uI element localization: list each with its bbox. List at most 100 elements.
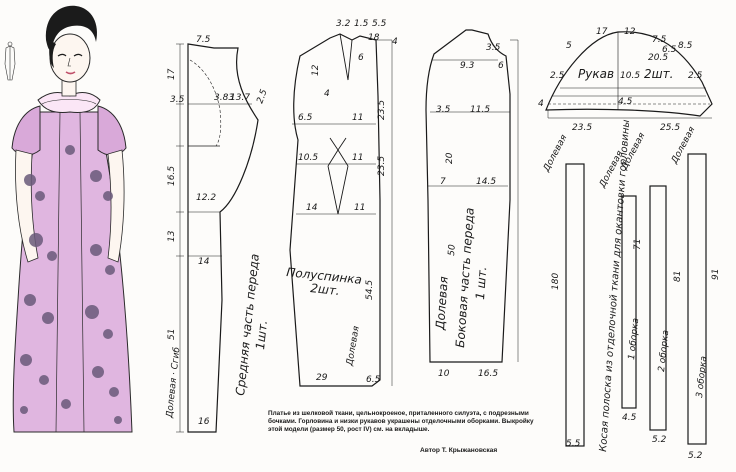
svg-text:10.5: 10.5 <box>620 71 640 81</box>
strip-frill-2 <box>649 185 667 431</box>
svg-text:12: 12 <box>311 64 321 76</box>
svg-text:13.7: 13.7 <box>230 93 250 103</box>
svg-text:4: 4 <box>324 89 330 99</box>
back-labels: Полуспинка 2шт. Долевая 3.2 1.5 5.5 18 4… <box>286 19 398 385</box>
svg-text:4.5: 4.5 <box>622 413 637 423</box>
svg-text:5: 5 <box>566 41 572 51</box>
svg-text:6: 6 <box>358 53 364 63</box>
svg-text:9.3: 9.3 <box>460 61 475 71</box>
svg-text:8.5: 8.5 <box>678 41 693 51</box>
svg-text:17: 17 <box>167 68 177 80</box>
pattern-strips <box>565 153 707 447</box>
sleeve-count: 2шт. <box>644 67 673 81</box>
svg-text:50: 50 <box>447 244 458 256</box>
frill2-title: 2 оборка <box>657 330 671 373</box>
svg-text:54.5: 54.5 <box>365 280 375 300</box>
svg-text:7: 7 <box>440 177 446 187</box>
sleeve-title: Рукав <box>578 67 614 81</box>
svg-text:4: 4 <box>538 99 544 109</box>
sleeve-labels: Рукав 2шт. 5 17 12 7.5 6.5 8.5 2.5 10.5 … <box>538 27 703 133</box>
svg-text:11: 11 <box>352 153 363 163</box>
svg-text:3.5: 3.5 <box>436 105 451 115</box>
svg-text:5.2: 5.2 <box>688 451 703 461</box>
svg-text:5.5: 5.5 <box>372 19 387 29</box>
svg-text:16.5: 16.5 <box>167 166 177 186</box>
pattern-front-side <box>425 29 519 363</box>
svg-text:7.5: 7.5 <box>652 35 667 45</box>
svg-text:2.5: 2.5 <box>255 88 269 105</box>
svg-text:4.5: 4.5 <box>618 97 633 107</box>
svg-text:14.5: 14.5 <box>476 177 496 187</box>
svg-text:10.5: 10.5 <box>298 153 318 163</box>
back-grain: Долевая <box>345 325 362 368</box>
svg-text:1.5: 1.5 <box>354 19 369 29</box>
svg-text:18: 18 <box>368 33 380 43</box>
svg-text:91: 91 <box>711 269 721 280</box>
frill3-title: 3 оборка <box>695 356 709 399</box>
dress-sleeve-right <box>97 105 127 156</box>
svg-text:3.83: 3.83 <box>214 93 234 103</box>
thumbnail-dress-icon <box>4 41 16 81</box>
front-side-title: Боковая часть переда <box>453 207 477 348</box>
caption-text: Платье из шелковой ткани, цельнокроеное,… <box>268 410 534 434</box>
dress-flower-print <box>20 145 122 424</box>
svg-text:7.5: 7.5 <box>196 35 211 45</box>
svg-text:51: 51 <box>167 329 177 340</box>
svg-text:20.5: 20.5 <box>648 53 668 63</box>
svg-text:180: 180 <box>551 273 561 290</box>
fashion-illustration <box>4 5 133 433</box>
svg-text:25.5: 25.5 <box>660 123 680 133</box>
svg-text:20: 20 <box>445 152 455 164</box>
collar-frill <box>37 92 101 113</box>
front-center-labels: Средняя часть переда 1шт. Долевая · Сгиб… <box>165 35 270 427</box>
svg-text:3.5: 3.5 <box>486 43 501 53</box>
svg-text:11.5: 11.5 <box>470 105 490 115</box>
svg-text:14: 14 <box>306 203 318 213</box>
svg-text:6.5: 6.5 <box>662 45 677 55</box>
pattern-sleeve <box>545 31 713 119</box>
svg-text:29: 29 <box>316 373 328 383</box>
frill1-title: 1 оборка <box>627 318 641 361</box>
strip-bias-neckline <box>565 163 585 447</box>
svg-text:23.5: 23.5 <box>572 123 592 133</box>
svg-text:81: 81 <box>673 271 683 282</box>
svg-text:12: 12 <box>624 27 636 37</box>
svg-text:11: 11 <box>354 203 365 213</box>
svg-text:6: 6 <box>498 61 504 71</box>
svg-text:4: 4 <box>392 37 398 47</box>
svg-text:6.5: 6.5 <box>298 113 313 123</box>
front-side-count: 1 шт. <box>473 266 489 300</box>
back-count: 2шт. <box>310 281 341 298</box>
hair <box>45 5 98 50</box>
svg-text:3.2: 3.2 <box>336 19 351 29</box>
svg-text:2.5: 2.5 <box>550 71 565 81</box>
svg-text:17: 17 <box>596 27 608 37</box>
svg-text:16.5: 16.5 <box>478 369 498 379</box>
pattern-front-center <box>176 43 259 433</box>
svg-text:14: 14 <box>198 257 210 267</box>
svg-text:11: 11 <box>352 113 363 123</box>
strips-labels: Долевая 180 5.5 Косая полоска из отделоч… <box>541 119 721 461</box>
svg-text:5.2: 5.2 <box>652 435 667 445</box>
front-side-labels: Боковая часть переда 1 шт. Долевая 3.5 9… <box>433 43 504 379</box>
svg-text:13: 13 <box>167 230 177 242</box>
arm-right <box>107 149 125 263</box>
svg-text:3.5: 3.5 <box>170 95 185 105</box>
svg-text:71: 71 <box>633 239 643 250</box>
caption-author: Автор Т. Крыжановская <box>420 447 498 454</box>
strip-frill-1 <box>621 195 637 409</box>
svg-text:23.5: 23.5 <box>377 100 387 120</box>
svg-text:10: 10 <box>438 369 450 379</box>
pattern-back <box>289 33 393 387</box>
svg-text:16: 16 <box>198 417 210 427</box>
front-side-grain: Долевая <box>433 276 451 331</box>
front-center-count: 1шт. <box>253 320 270 351</box>
svg-text:2.5: 2.5 <box>688 71 703 81</box>
svg-text:12.2: 12.2 <box>196 193 216 203</box>
svg-text:23.5: 23.5 <box>377 156 387 176</box>
svg-text:5.5: 5.5 <box>566 439 581 449</box>
strip-frill-3 <box>687 153 707 445</box>
svg-text:6.5: 6.5 <box>366 375 381 385</box>
